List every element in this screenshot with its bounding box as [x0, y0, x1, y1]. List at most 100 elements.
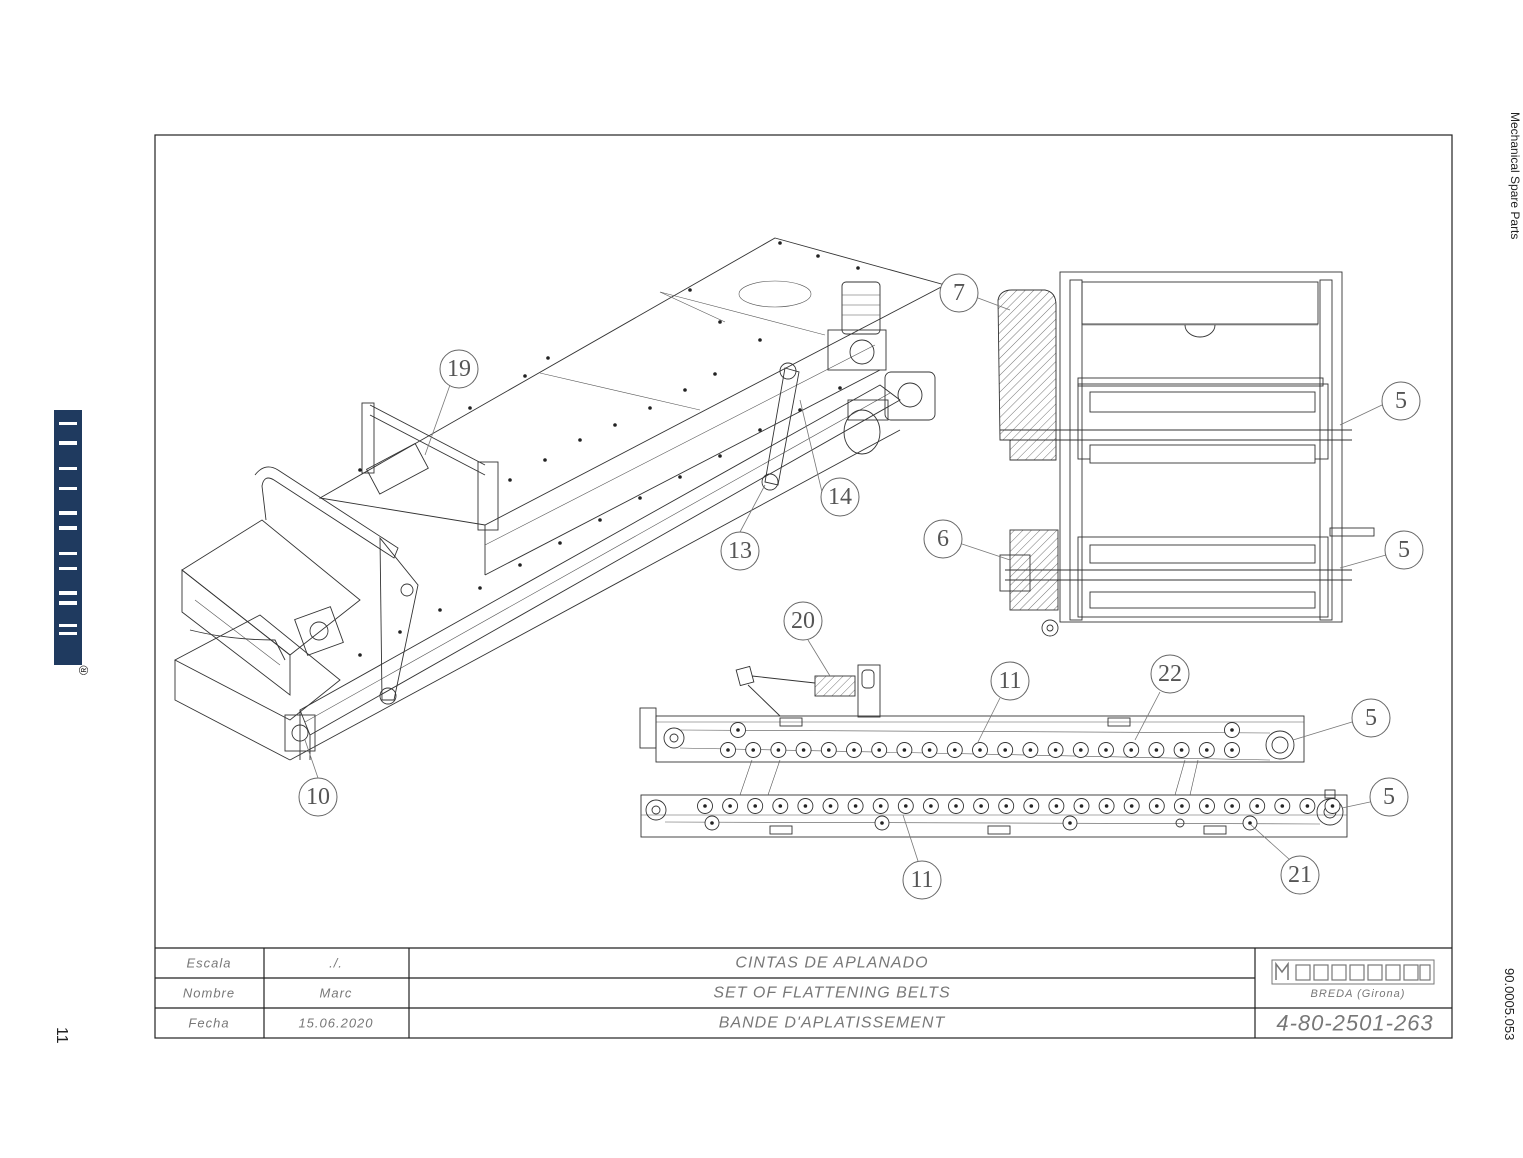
callout-balloon: 7: [939, 273, 979, 313]
roller-axle: [878, 804, 883, 808]
roller-axle: [1129, 748, 1133, 752]
callout-balloons: 19 14 13 10 7 5 5 6 20 11 22 5 5 11 21: [298, 273, 1424, 900]
cross-section-view: [997, 271, 1375, 637]
roller-axle: [1155, 804, 1159, 808]
svg-text:10: 10: [306, 784, 330, 810]
roller-axle: [751, 748, 755, 752]
roller-axle: [1255, 804, 1259, 808]
roller-axle: [978, 748, 982, 752]
callout-balloon: 5: [1381, 381, 1421, 421]
date-value: 15.06.2020: [298, 1016, 373, 1031]
roller-axle: [1003, 748, 1007, 752]
roller-axle: [1230, 728, 1234, 732]
roller-axle: [1129, 804, 1134, 808]
roller-axle: [1305, 804, 1310, 808]
roller-axle: [954, 804, 958, 808]
roller-axle: [703, 804, 707, 808]
roller-axle: [776, 748, 781, 752]
roller-axle: [877, 748, 881, 752]
callout-balloon: 20: [783, 601, 823, 641]
roller-axle: [1004, 804, 1008, 808]
scale-value: ./.: [329, 956, 343, 971]
callout-balloon: 10: [298, 777, 338, 817]
roller-axle: [1154, 748, 1159, 752]
section-side-label: Mechanical Spare Parts: [1508, 112, 1522, 239]
svg-text:21: 21: [1288, 862, 1312, 888]
brand-logo-vertical: ®: [54, 410, 91, 675]
roller-axle: [902, 748, 907, 752]
drawing-frame: [154, 134, 1453, 1039]
svg-text:5: 5: [1395, 388, 1407, 414]
roller-axle: [929, 804, 933, 808]
svg-text:14: 14: [828, 484, 852, 510]
roller-axle: [1230, 748, 1234, 752]
scale-label: Escala: [186, 956, 231, 971]
callout-balloon: 19: [439, 349, 479, 389]
roller-axle: [880, 821, 884, 825]
callout-balloon: 13: [720, 531, 760, 571]
title-english: SET OF FLATTENING BELTS: [713, 985, 950, 1002]
svg-text:11: 11: [998, 668, 1021, 694]
svg-text:6: 6: [937, 526, 949, 552]
roller-axle: [1230, 804, 1234, 808]
roller-axle: [753, 804, 757, 808]
callout-balloon: 11: [990, 661, 1030, 701]
roller-axle: [1053, 748, 1058, 752]
name-label: Nombre: [183, 986, 235, 1001]
roller-axle: [827, 748, 831, 752]
roller-axle: [927, 748, 932, 752]
callout-balloon: 11: [902, 860, 942, 900]
svg-text:22: 22: [1158, 661, 1182, 687]
roller-axle: [979, 804, 983, 808]
roller-axle: [801, 748, 806, 752]
callout-balloon: 14: [820, 477, 860, 517]
roller-axle: [953, 748, 957, 752]
isometric-assembly-view: [174, 237, 947, 761]
name-value: Marc: [320, 986, 353, 1001]
callout-balloon: 5: [1369, 777, 1409, 817]
roller-axle: [1029, 804, 1034, 808]
roller-axle: [1054, 804, 1059, 808]
roller-axle: [803, 804, 808, 808]
roller-axle: [853, 804, 858, 808]
svg-text:5: 5: [1398, 537, 1410, 563]
page-number: 11: [53, 1027, 70, 1044]
drawing-number: 4-80-2501-263: [1276, 1011, 1433, 1036]
document-code: 90.0005.053: [1502, 968, 1517, 1040]
roller-axle: [1104, 748, 1108, 752]
roller-axle: [1205, 748, 1209, 752]
upper-belt-side-view: [639, 664, 1305, 763]
roller-axle: [1079, 748, 1083, 752]
svg-text:5: 5: [1383, 784, 1395, 810]
registered-mark: ®: [76, 665, 91, 675]
roller-axle: [778, 804, 783, 808]
lower-belt-side-view: [640, 759, 1348, 838]
date-label: Fecha: [188, 1016, 229, 1031]
roller-axle: [728, 804, 732, 808]
roller-axle: [710, 821, 714, 825]
roller-axle: [904, 804, 908, 808]
callout-balloon: 5: [1351, 698, 1391, 738]
roller-axle: [1179, 748, 1184, 752]
roller-axle: [1104, 804, 1109, 808]
title-french: BANDE D'APLATISSEMENT: [719, 1015, 946, 1032]
title-spanish: CINTAS DE APLANADO: [735, 955, 928, 972]
roller-axle: [1330, 804, 1335, 808]
roller-axle: [1280, 804, 1285, 808]
callout-balloon: 5: [1384, 530, 1424, 570]
roller-axle: [1028, 748, 1033, 752]
roller-axle: [1068, 821, 1072, 825]
svg-text:20: 20: [791, 608, 815, 634]
roller-axle: [726, 748, 730, 752]
title-block: Escala Nombre Fecha ./. Marc 15.06.2020 …: [155, 947, 1452, 1038]
callout-balloon: 21: [1280, 855, 1320, 895]
callout-balloon: 6: [923, 519, 963, 559]
roller-axle: [828, 804, 833, 808]
svg-text:7: 7: [953, 280, 965, 306]
svg-text:11: 11: [910, 867, 933, 893]
svg-text:19: 19: [447, 356, 471, 382]
roller-axle: [852, 748, 856, 752]
callout-balloon: 22: [1150, 654, 1190, 694]
roller-axle: [1248, 821, 1252, 825]
